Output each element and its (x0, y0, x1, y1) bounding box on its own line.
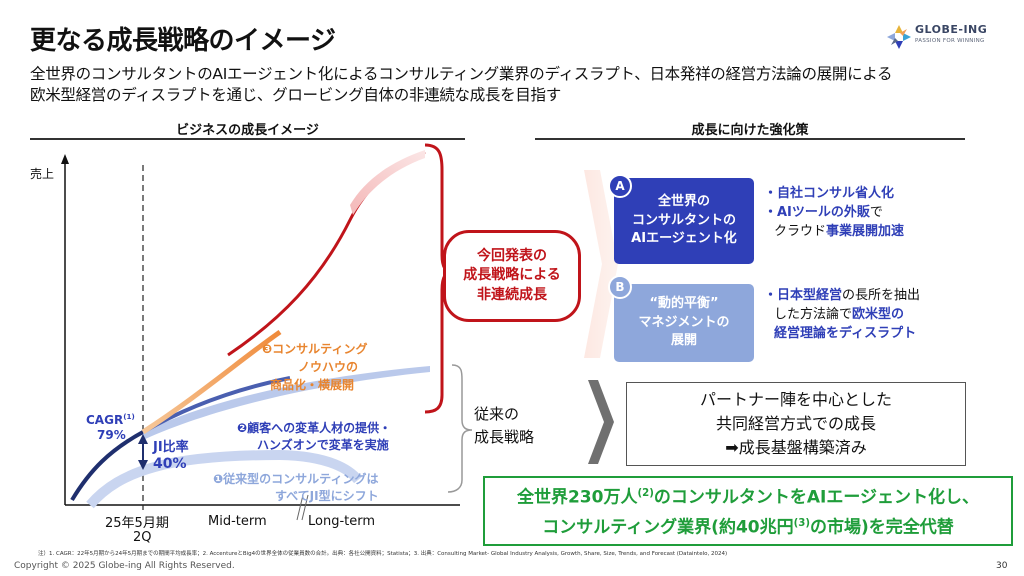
chevron-arrow-lower-icon (588, 380, 614, 464)
copyright: Copyright © 2025 Globe-ing All Rights Re… (14, 561, 235, 571)
box-b-line-1: “動的平衡” (649, 295, 719, 311)
globe-ing-logo (887, 25, 911, 49)
box-b-bullets: ・日本型経営の長所を抽出 した方法論で欧米型の 経営理論をディスラプト (764, 286, 920, 343)
bubble-line-2: 成長戦略による (463, 267, 561, 284)
subtitle-line-1: 全世界のコンサルタントのAIエージェント化によるコンサルティング業界のディスラプ… (30, 65, 893, 83)
right-heading-rule (535, 138, 965, 140)
box-b-bullet-3: 経営理論をディスラプト (774, 326, 917, 341)
box-a-bullet-2: ・AIツールの外販で (764, 205, 883, 220)
box-a-bullet-1: ・自社コンサル省人化 (764, 186, 895, 201)
badge-b: B (608, 275, 632, 299)
bubble-line-3: 非連続成長 (477, 286, 547, 303)
cagr-value: 79% (97, 428, 126, 442)
badge-a: A (608, 174, 632, 198)
box-b-line-3: 展開 (670, 333, 697, 349)
page-title: 更なる成長戦略のイメージ (30, 26, 336, 56)
left-section-heading: ビジネスの成長イメージ (176, 123, 319, 138)
historical-growth-curve (70, 430, 144, 502)
footnote: 注）1. CAGR：22年5月期から24年5月期までの期間平均成長率；2. Ac… (38, 551, 728, 557)
box-b-line-2: マネジメントの (638, 314, 730, 330)
item-2-line-2: ハンズオンで変革を実施 (257, 438, 389, 452)
box-b-bullet-2: した方法論で欧米型の (774, 307, 905, 322)
conventional-shift-arc (86, 449, 362, 509)
knowhow-growth-curve (141, 329, 282, 435)
box-a-bullet-3: クラウド事業展開加速 (774, 224, 905, 239)
logo-mark-icon (887, 25, 911, 49)
bubble-line-1: 今回発表の (477, 247, 547, 264)
new-strategy-bubble: 今回発表の 成長戦略による 非連続成長 (443, 230, 581, 322)
item-1-line-1: ❶従来型のコンサルティングは (213, 472, 379, 486)
page-number: 30 (996, 561, 1008, 571)
conventional-strategy-line-1: 従来の (474, 405, 520, 423)
conventional-strategy-line-2: 成長戦略 (474, 428, 535, 446)
x-label-current-q: 2Q (133, 530, 152, 545)
partner-growth-box: パートナー陣を中心とした 共同経営方式での成長 ➡成長基盤構築済み (626, 382, 966, 466)
item-1-line-2: すべてJI型にシフト (275, 489, 379, 503)
item-3-line-1: ❸コンサルティング (262, 342, 368, 356)
partner-line-3: ➡成長基盤構築済み (725, 438, 867, 457)
discontinuous-growth-fade (350, 150, 425, 215)
conventional-growth-band (143, 366, 430, 440)
market-replacement-box: 全世界230万人(2)のコンサルタントをAIエージェント化し、 コンサルティング… (483, 476, 1013, 546)
box-a-line-3: AIエージェント化 (631, 231, 737, 247)
item-3-line-3: 商品化・横展開 (270, 378, 355, 392)
axis-break-mark (296, 494, 304, 521)
logo-tagline: PASSION FOR WINNING (915, 38, 985, 44)
x-label-long-term: Long-term (308, 514, 376, 529)
item-2-line-1: ❷顧客への変革人材の提供・ (237, 421, 392, 435)
strategy-box-b: “動的平衡” マネジメントの 展開 (614, 284, 754, 362)
strategy-box-a: 全世界の コンサルタントの AIエージェント化 (614, 178, 754, 264)
ji-ratio-value: 40% (153, 456, 187, 472)
subtitle-line-2: 欧米型経営のディスラプトを通じ、グロービング自体の非連続な成長を目指す (30, 86, 561, 104)
right-section-heading: 成長に向けた強化策 (691, 123, 809, 138)
logo-name: GLOBE-ING (915, 23, 988, 36)
green-line-1: 全世界230万人(2)のコンサルタントをAIエージェント化し、 (516, 488, 980, 508)
y-axis-arrow-icon (61, 154, 69, 164)
cagr-label: CAGR(1) (86, 412, 135, 427)
x-label-current: 25年5月期 (105, 516, 169, 531)
y-axis-label: 売上 (30, 167, 55, 181)
ji-ratio-arrow-tail-icon (138, 434, 148, 444)
discontinuous-growth-curve (227, 150, 426, 357)
x-label-mid-term: Mid-term (208, 514, 267, 529)
conventional-strategy-brace (447, 364, 473, 493)
green-line-2: コンサルティング業界(約40兆円(3)の市場)を完全代替 (542, 517, 954, 538)
box-b-bullet-1: ・日本型経営の長所を抽出 (764, 288, 921, 303)
left-heading-rule (30, 138, 465, 140)
box-a-line-1: 全世界の (657, 193, 710, 209)
box-a-bullets: ・自社コンサル省人化 ・AIツールの外販で クラウド事業展開加速 (764, 184, 904, 241)
ji-ratio-arrow-head-icon (138, 460, 148, 470)
partner-line-1: パートナー陣を中心とした (699, 390, 892, 409)
ji-ratio-label: JI比率 (153, 440, 189, 455)
axis-break-mark (301, 494, 309, 521)
box-a-line-2: コンサルタントの (631, 212, 736, 228)
partner-line-2: 共同経営方式での成長 (715, 414, 876, 433)
item-3-line-2: ノウハウの (298, 360, 359, 374)
chevron-arrow-upper-icon (584, 170, 618, 358)
